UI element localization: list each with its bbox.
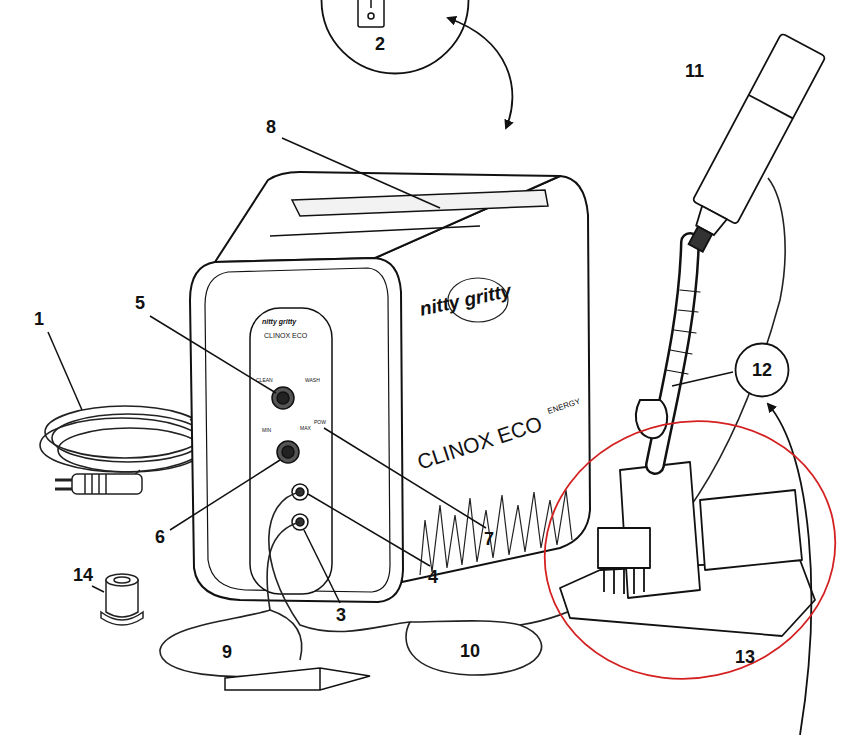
callout-number: 13: [735, 648, 755, 666]
drawing-part: [370, 0, 372, 8]
dial-text: MAX: [300, 426, 311, 431]
dial-text: WASH: [305, 378, 320, 383]
callout-number: 9: [222, 643, 232, 661]
drawing-part: [613, 568, 615, 594]
callout-number: 2: [375, 35, 385, 53]
outline: [320, 0, 470, 75]
drawing-part: [58, 428, 202, 472]
drawing-part: [52, 414, 204, 462]
brand-text: nitty gritty: [262, 318, 296, 325]
drawing-part: [92, 586, 104, 592]
callout-circle: 12: [734, 342, 790, 398]
callout-number: 11: [685, 62, 704, 80]
drawing-part: [40, 418, 204, 472]
drawing-part: [190, 258, 403, 602]
drawing-part: [636, 400, 667, 438]
drawing-part: [272, 387, 294, 409]
drawing-part: [643, 568, 645, 592]
drawing-part: [368, 13, 374, 19]
ellipse-outline: [521, 394, 855, 705]
drawing-part: [700, 490, 802, 570]
dial-text: CLEAN: [256, 378, 273, 383]
pointer-arrow: [768, 404, 811, 735]
drawing-part: [666, 290, 700, 374]
switch: [358, 0, 384, 27]
callout-number: 4: [428, 568, 438, 586]
side-pattern: [420, 490, 572, 575]
magnifier-circle: 2: [320, 0, 470, 75]
drawing-part: [98, 474, 100, 494]
drawing-part: [282, 138, 440, 208]
callout-number: 10: [460, 642, 480, 660]
drawing-part: [603, 568, 605, 592]
callout-number: 12: [752, 361, 772, 379]
power-plug: [55, 474, 142, 494]
drawing-part: [270, 226, 480, 236]
drawing-part: [672, 372, 733, 386]
machine-body: [190, 172, 590, 602]
drawing-part: [689, 227, 713, 252]
drawing-part: [101, 612, 143, 625]
drawing-part: [633, 568, 635, 594]
drawing-part: [114, 577, 130, 583]
drawing-part: [277, 392, 289, 404]
drawing-part: [225, 668, 370, 690]
outline: [540, 410, 840, 690]
drawing-part: [160, 522, 300, 676]
drawing-part: [277, 441, 299, 463]
drawing-part: [84, 474, 86, 494]
wand: [636, 242, 700, 465]
circle-outline: [322, 0, 469, 74]
drawing-part: [282, 446, 294, 458]
drawing-part: [319, 668, 321, 690]
power-cord: [40, 395, 209, 486]
drawing-part: [250, 308, 332, 594]
drawing-part: [72, 474, 142, 494]
drawing-part: [269, 492, 542, 675]
drawing-part: [150, 316, 276, 393]
drawing-part: [292, 190, 548, 216]
drawing-part: [598, 528, 650, 568]
circle-outline: [736, 344, 789, 397]
drawing-part: [170, 460, 280, 530]
top-slot: [270, 190, 548, 236]
drawing-part: [55, 479, 72, 482]
clamp: [225, 668, 370, 690]
drawing-part: [308, 494, 430, 566]
cable: [160, 522, 302, 676]
adapter-part: [101, 574, 143, 625]
drawing-part: [692, 33, 825, 224]
drawing-part: [48, 332, 82, 410]
dial-text: POW: [314, 420, 326, 425]
stand: [560, 462, 815, 636]
drawing-part: [91, 474, 93, 494]
drawing-part: [749, 95, 793, 118]
callout-number: 6: [155, 528, 165, 546]
drawing-part: [270, 610, 302, 660]
bottle: [674, 33, 826, 260]
leader-line: [48, 138, 733, 603]
callout-number: 8: [266, 118, 276, 136]
double-arrow: [448, 18, 512, 128]
control-panel: [250, 308, 332, 594]
drawing-part: [55, 488, 72, 491]
dial-text: MIN: [262, 428, 271, 433]
knob: [272, 387, 299, 463]
drawing-part: [623, 568, 625, 594]
drawing-part: [358, 0, 384, 27]
drawing-part: [106, 574, 138, 586]
drawing-part: [304, 530, 340, 603]
drawing-part: [420, 490, 572, 575]
drawing-part: [105, 474, 107, 494]
highlight-ellipse: 13: [540, 410, 840, 690]
callout-number: 14: [73, 566, 93, 584]
callout-number: 5: [135, 294, 145, 312]
model-text: CLINOX ECO: [264, 332, 307, 339]
callout-number: 3: [336, 606, 346, 624]
callout-number: 1: [34, 310, 44, 328]
callout-number: 7: [484, 530, 494, 548]
